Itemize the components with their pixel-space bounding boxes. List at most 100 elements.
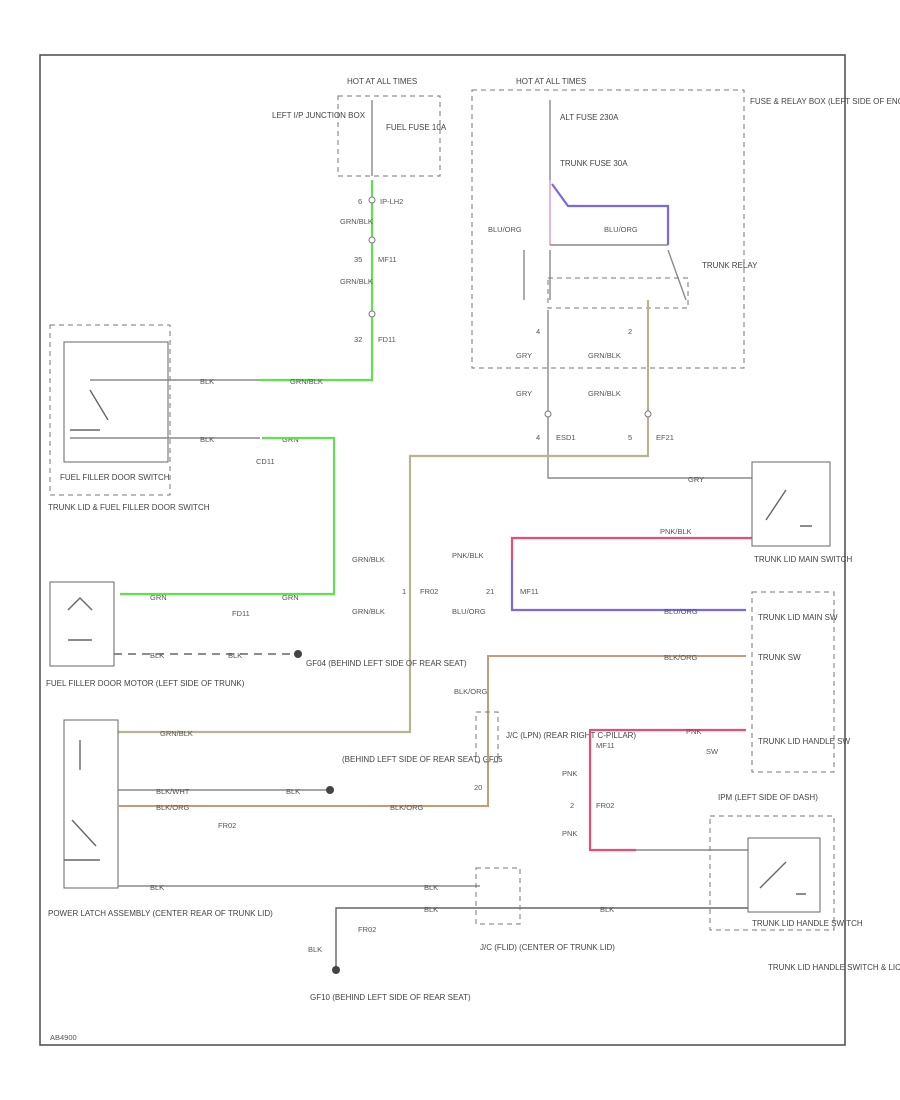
fuel-filler-switch-outline <box>49 324 171 496</box>
conn-fr02-c: FR02 <box>596 801 614 810</box>
pin-6: 6 <box>358 197 362 206</box>
conn-mf11-a: MF11 <box>378 255 397 264</box>
trunk-sw-group-outline <box>751 591 835 773</box>
fuel-filler-motor-symbol <box>67 597 93 641</box>
jc-flid-outline <box>475 867 521 925</box>
wire-label-bkorg-2: BLK/ORG <box>390 803 424 812</box>
fuel-fuse-label: FUEL FUSE 10A <box>386 123 447 132</box>
conn-cd11: CD11 <box>256 457 275 466</box>
jc-lpn-outline <box>475 711 499 763</box>
pin-5: 5 <box>628 433 632 442</box>
conn-fr02-d: FR02 <box>358 925 376 934</box>
wire-label-grnblk-4: GRN/BLK <box>588 389 621 398</box>
ipm-outline <box>709 815 835 931</box>
wire-label-bkorg-3: BLK/ORG <box>664 653 698 662</box>
ground-gf04 <box>294 650 302 658</box>
connector-esd1 <box>544 410 552 418</box>
conn-esd1: ESD1 <box>556 433 576 442</box>
wire-label-grn-2: GRN <box>150 593 167 602</box>
wire-label-blk-10: BLK <box>308 945 322 954</box>
trunk-lid-handle-switch-box <box>747 837 821 913</box>
wire-label-blk-3: BLK <box>150 651 164 660</box>
wire-label-pnkblk-1: PNK/BLK <box>452 551 484 560</box>
wire-blk-ground-gf10 <box>335 907 748 968</box>
trunk-lid-fuel-switch-label: TRUNK LID & FUEL FILLER DOOR SWITCH <box>48 503 210 512</box>
connector-mf11-a <box>368 236 376 244</box>
wire-label-grnblk-8: GRN/BLK <box>352 607 385 616</box>
relay-coil-feed <box>523 244 687 301</box>
wire-label-grnblk-3: GRN/BLK <box>588 351 621 360</box>
trunk-sw-label: TRUNK SW <box>758 653 801 662</box>
wire-label-pnk-1: PNK <box>686 727 701 736</box>
ground-gf10 <box>332 966 340 974</box>
conn-fr02-b: FR02 <box>420 587 438 596</box>
trunk-lid-main-switch-label: TRUNK LID MAIN SWITCH <box>754 555 852 564</box>
wire-label-bluorg-1: BLU/ORG <box>488 225 522 234</box>
left-junction-box-label: LEFT I/P JUNCTION BOX <box>272 111 366 120</box>
wire-grnblk-relay-down <box>118 300 650 734</box>
wire-label-bkorg-1: BLK/ORG <box>156 803 190 812</box>
wire-label-blk-9: BLK <box>600 905 614 914</box>
ground-gf04-label: GF04 (BEHIND LEFT SIDE OF REAR SEAT) <box>306 659 467 668</box>
conn-ef21: EF21 <box>656 433 674 442</box>
trunk-lid-handle-sw-label: TRUNK LID HANDLE SW <box>758 737 850 746</box>
wire-pnk-handle-sw <box>588 728 746 852</box>
pin-20: 20 <box>474 783 482 792</box>
wire-label-blkwht: BLK/WHT <box>156 787 190 796</box>
wire-label-grnblk-1: GRN/BLK <box>340 217 373 226</box>
alt-fuse-label: ALT FUSE 230A <box>560 113 619 122</box>
wire-label-grnblk-7: GRN/BLK <box>352 555 385 564</box>
pin-35: 35 <box>354 255 362 264</box>
wire-label-blkorg-3: BLK/ORG <box>454 687 488 696</box>
wire-label-gry-3: GRY <box>688 475 704 484</box>
wire-label-bluorg-3: BLU/ORG <box>452 607 486 616</box>
trunk-fuse-label: TRUNK FUSE 30A <box>560 159 628 168</box>
fuel-filler-switch-label: FUEL FILLER DOOR SWITCH <box>60 473 170 482</box>
ipm-label: IPM (LEFT SIDE OF DASH) <box>718 793 818 802</box>
ground-gf05-label: (BEHIND LEFT SIDE OF REAR SEAT) GF05 <box>342 755 503 764</box>
fuel-filler-motor-box <box>49 581 115 667</box>
wire-label-grnblk-5: GRN/BLK <box>290 377 323 386</box>
trunk-lid-main-sw-label: TRUNK LID MAIN SW <box>758 613 838 622</box>
power-latch-symbol <box>64 740 100 861</box>
ground-gf10-label: GF10 (BEHIND LEFT SIDE OF REAR SEAT) <box>310 993 471 1002</box>
conn-mf11-b: MF11 <box>520 587 539 596</box>
conn-fd11-b: FD11 <box>232 609 250 618</box>
wire-label-blk-8: BLK <box>424 905 438 914</box>
conn-fr02-a: FR02 <box>218 821 236 830</box>
wire-grnblk-fuel-fuse <box>260 180 374 382</box>
trunk-lid-handle-switch-label: TRUNK LID HANDLE SWITCH <box>752 919 863 928</box>
fuel-filler-switch-symbol <box>70 389 109 431</box>
wire-gry-relay-down <box>547 310 752 479</box>
wire-label-blk-5: BLK <box>286 787 300 796</box>
pin-32: 32 <box>354 335 362 344</box>
trunk-relay-label: TRUNK RELAY <box>702 261 758 270</box>
trunk-lid-main-switch-symbol <box>765 489 812 527</box>
jc-flid-label: J/C (FLID) (CENTER OF TRUNK LID) <box>480 943 615 952</box>
pin-21: 21 <box>486 587 494 596</box>
trunk-lid-main-switch-box <box>751 461 831 547</box>
hot-at-all-times-right-label: HOT AT ALL TIMES <box>516 77 586 86</box>
wire-label-blk-2: BLK <box>200 435 214 444</box>
fuse-relay-box-label: FUSE & RELAY BOX (LEFT SIDE OF ENGINE CO… <box>750 97 900 106</box>
power-latch-label: POWER LATCH ASSEMBLY (CENTER REAR OF TRU… <box>48 909 273 918</box>
conn-fd11-a: FD11 <box>378 335 396 344</box>
conn-ip-lh2: IP-LH2 <box>380 197 403 206</box>
wire-pnkblk-main-switch <box>510 536 752 560</box>
wire-label-grnblk-2: GRN/BLK <box>340 277 373 286</box>
fuse-relay-box-outline <box>471 89 745 369</box>
diagram-id: AB4900 <box>50 1033 77 1042</box>
wire-label-gry-2: GRY <box>516 389 532 398</box>
pin-4: 4 <box>536 327 540 336</box>
wire-label-blk-1: BLK <box>200 377 214 386</box>
wire-label-grnblk-6: GRN/BLK <box>160 729 193 738</box>
pin-4-esd1: 4 <box>536 433 540 442</box>
wire-label-blk-4: BLK <box>228 651 242 660</box>
wire-label-pnk-3: PNK <box>562 829 577 838</box>
trunk-relay-outline <box>547 277 689 309</box>
wire-label-pnk-2: PNK <box>562 769 577 778</box>
wire-label-bluorg-4: BLU/ORG <box>664 607 698 616</box>
wire-bluorg-relay <box>551 183 670 245</box>
left-junction-box-outline <box>337 95 441 177</box>
wire-grn-cd11 <box>120 436 336 596</box>
